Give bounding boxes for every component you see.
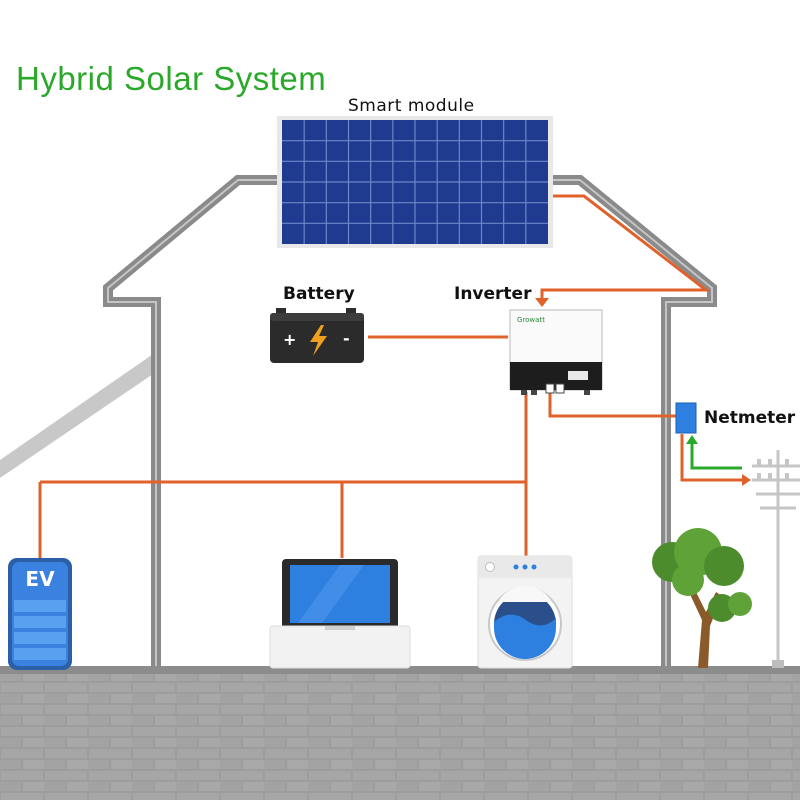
netmeter-label: Netmeter bbox=[704, 408, 796, 428]
smart-module-label: Smart module bbox=[348, 96, 475, 116]
inverter-arrow-icon bbox=[535, 298, 549, 307]
import-arrow-icon bbox=[686, 435, 698, 444]
inverter-icon bbox=[509, 309, 603, 395]
inverter-to-netmeter-wire bbox=[548, 392, 676, 418]
tree-icon bbox=[652, 528, 752, 668]
wiring bbox=[38, 194, 742, 560]
ev-charger-icon bbox=[8, 558, 72, 670]
house-outline bbox=[103, 175, 717, 668]
battery-icon: + - bbox=[270, 308, 364, 363]
export-to-grid-wire bbox=[680, 434, 742, 482]
ev-label: EV bbox=[25, 567, 55, 591]
power-pole-icon bbox=[752, 450, 800, 668]
panel-to-inverter-wire bbox=[540, 194, 711, 300]
import-from-grid-wire bbox=[690, 442, 742, 470]
battery-label: Battery bbox=[283, 284, 355, 304]
solar-panel-icon bbox=[277, 116, 553, 248]
svg-text:-: - bbox=[343, 329, 350, 348]
brick-wall bbox=[0, 670, 800, 800]
netmeter-icon bbox=[675, 402, 697, 434]
inverter-brand-label: Growatt bbox=[517, 316, 545, 324]
svg-text:+: + bbox=[283, 330, 296, 349]
diagram-title: Hybrid Solar System bbox=[16, 60, 327, 97]
side-roof bbox=[0, 352, 156, 478]
washing-machine-icon bbox=[477, 555, 573, 669]
laptop-icon bbox=[269, 559, 411, 669]
export-arrow-icon bbox=[742, 474, 751, 486]
inverter-label: Inverter bbox=[454, 284, 532, 304]
